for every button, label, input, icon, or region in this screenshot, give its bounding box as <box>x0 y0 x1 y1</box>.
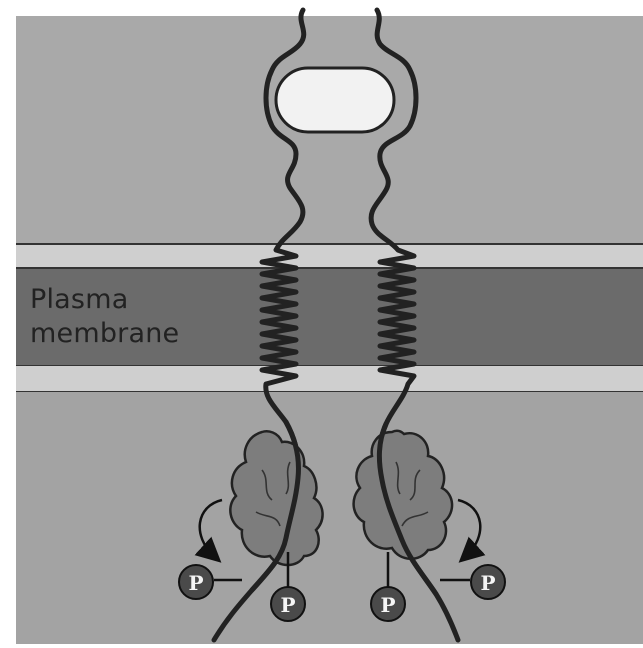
phosphate-group: P <box>371 587 405 621</box>
membrane-label-line1: Plasma <box>30 283 179 317</box>
ligand <box>276 68 394 132</box>
phosphate-group: P <box>179 565 213 599</box>
phosphate-label: P <box>188 571 203 595</box>
phosphate-label: P <box>480 571 495 595</box>
cytoplasm-region <box>16 392 643 644</box>
top-margin <box>0 0 643 16</box>
phosphate-group: P <box>271 587 305 621</box>
phosphate-label: P <box>380 593 395 617</box>
phosphate-label: P <box>280 593 295 617</box>
membrane-outer-leaflet <box>16 244 643 268</box>
plasma-membrane-label: Plasma membrane <box>30 283 179 351</box>
membrane-label-line2: membrane <box>30 317 179 351</box>
phosphate-group: P <box>471 565 505 599</box>
membrane-inner-leaflet <box>16 366 643 392</box>
